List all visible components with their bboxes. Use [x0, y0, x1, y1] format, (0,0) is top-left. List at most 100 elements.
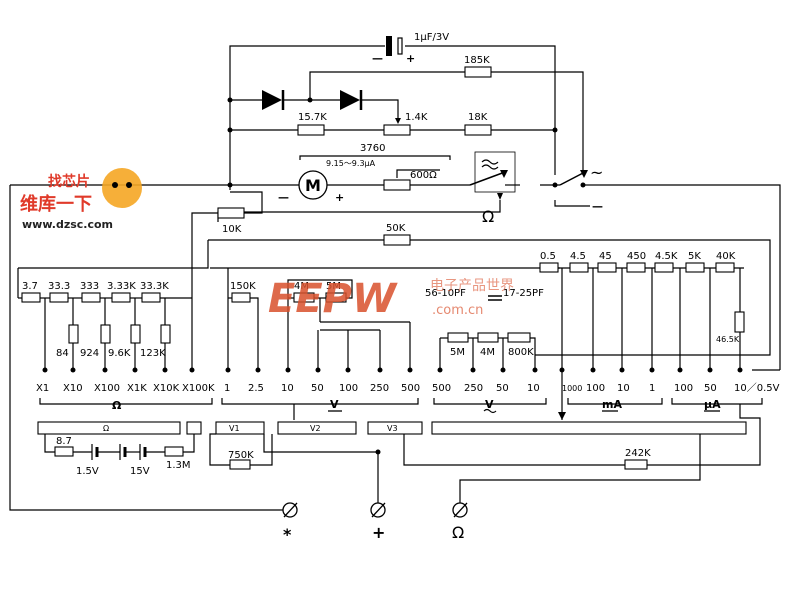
- resistor-600: [383, 179, 411, 191]
- acv-range-250: 250: [464, 383, 483, 394]
- ma-range-1: 1: [649, 383, 655, 394]
- resistor-750k: [229, 459, 251, 470]
- dcv-group-label: V: [330, 398, 339, 411]
- resistor-acv-5m: [447, 332, 469, 343]
- resistor-cur-2: [569, 262, 589, 273]
- ohm-range-x100k: X100K: [182, 383, 215, 394]
- resistor-cur-3: [597, 262, 617, 273]
- resistor-242k: [624, 459, 648, 470]
- resistor-46-5k-label: 46.5K: [716, 335, 740, 344]
- v1-switch-panel[interactable]: [215, 421, 265, 435]
- ua-range-10-0-5v: 10／0.5V: [734, 382, 780, 394]
- terminal-common-label: *: [283, 525, 292, 544]
- resistor-cur-7: [715, 262, 735, 273]
- ohm-vert-label-4: 123K: [140, 348, 166, 359]
- battery-2-label: 15V: [130, 466, 150, 477]
- meter-resistance-label: 3760: [360, 143, 385, 154]
- resistor-ohm-v2: [100, 324, 111, 344]
- acv-range-500: 500: [432, 383, 451, 394]
- capacitor-label: 1μF/3V: [414, 32, 449, 43]
- ac-switch-symbol: ~: [590, 163, 603, 182]
- current-switch-panel[interactable]: [431, 421, 747, 435]
- resistor-dcv-5m-label: 5M: [326, 281, 341, 292]
- dcv-range-50: 50: [311, 383, 324, 394]
- current-top-label-2: 4.5: [570, 251, 586, 262]
- ua-range-100: 100: [674, 383, 693, 394]
- resistor-cur-1: [539, 262, 559, 273]
- resistor-cur-4: [626, 262, 646, 273]
- ohm-range-x1k: X1K: [127, 383, 147, 394]
- resistor-750k-label: 750K: [228, 450, 254, 461]
- watermark-eepw: EEPW 电子产品世界 .com.cn: [268, 276, 514, 322]
- meter-symbol: M: [305, 176, 321, 195]
- resistor-cur-6: [685, 262, 705, 273]
- resistor-ohm-4: [111, 292, 131, 303]
- resistor-8-7-label: 8.7: [56, 436, 72, 447]
- resistor-acv-800k: [507, 332, 531, 343]
- resistor-46-5k: [734, 311, 745, 333]
- resistor-150k-label: 150K: [230, 281, 256, 292]
- resistor-acv-4m-label: 4M: [480, 347, 495, 358]
- dcv-range-10: 10: [281, 383, 294, 394]
- dcv-range-1: 1: [224, 383, 230, 394]
- v3-switch-panel[interactable]: [367, 421, 423, 435]
- ohm-vert-label-1: 84: [56, 348, 69, 359]
- acv-group-label: V: [485, 398, 494, 411]
- eepw-logo: EEPW: [268, 276, 398, 322]
- resistor-1-3m: [164, 446, 184, 457]
- v3-panel-label: V3: [387, 424, 398, 433]
- capacitor-plate-neg: [386, 36, 392, 56]
- ua-range-50: 50: [704, 383, 717, 394]
- eepw-url: .com.cn: [432, 303, 483, 318]
- ohm-switch-panel[interactable]: [37, 421, 181, 435]
- capacitor-plus: +: [406, 52, 415, 65]
- current-top-label-5: 4.5K: [655, 251, 678, 262]
- resistor-ohm-v4: [160, 324, 171, 344]
- ohm-switch-label: Ω: [482, 207, 494, 226]
- ohm-aux-box: [186, 421, 202, 435]
- capacitor-minus: —: [372, 52, 383, 65]
- resistor-cur-5: [654, 262, 674, 273]
- ohm-top-label-5: 33.3K: [140, 281, 169, 292]
- resistor-185k-label: 185K: [464, 55, 490, 66]
- ohm-section: 3.7 33.3 333 3.33K 33.3K 84 924 9.6K 123…: [17, 268, 215, 412]
- ma-range-10: 10: [617, 383, 630, 394]
- resistor-8-7: [54, 446, 74, 457]
- ma-range-1000: 1000: [562, 384, 582, 393]
- watermark-line2: 维库一下: [20, 193, 92, 215]
- resistor-dcv-4m-label: 4M: [294, 281, 309, 292]
- capacitor-plate-pos: [397, 37, 403, 55]
- resistor-acv-800k-label: 800K: [508, 347, 534, 358]
- resistor-acv-5m-label: 5M: [450, 347, 465, 358]
- ohm-top-label-4: 3.33K: [107, 281, 136, 292]
- v2-panel-label: V2: [310, 424, 321, 433]
- resistor-18k: [464, 124, 492, 136]
- current-top-label-3: 45: [599, 251, 612, 262]
- current-top-label-4: 450: [627, 251, 646, 262]
- top-wiring: 1μF/3V — + 185K 15.7K 1.4K 18K 37: [9, 32, 781, 511]
- resistor-50k: [383, 234, 411, 246]
- ma-range-100: 100: [586, 383, 605, 394]
- watermark-url: www.dzsc.com: [22, 218, 113, 231]
- acv-range-10: 10: [527, 383, 540, 394]
- dc-switch-symbol: —: [592, 200, 603, 213]
- ohm-range-x10k: X10K: [153, 383, 180, 394]
- watermark-dzsc: 找芯片 维库一下 www.dzsc.com: [20, 168, 142, 231]
- current-top-label-1: 0.5: [540, 251, 556, 262]
- switch-panels: Ω V1 V2 V3: [37, 404, 747, 435]
- mascot-icon: [102, 168, 142, 208]
- resistor-185k: [464, 66, 492, 78]
- resistor-50k-label: 50K: [386, 223, 406, 234]
- resistor-242k-label: 242K: [625, 448, 651, 459]
- dcv-range-250: 250: [370, 383, 389, 394]
- bottom-section: 8.7 1.5V 15V 1.3M 750K 242K *: [44, 404, 761, 544]
- v1-panel-label: V1: [229, 424, 240, 433]
- ohm-top-label-1: 3.7: [22, 281, 38, 292]
- resistor-1-3m-label: 1.3M: [166, 460, 191, 471]
- v2-switch-panel[interactable]: [277, 421, 357, 435]
- ohm-vert-label-2: 924: [80, 348, 99, 359]
- eepw-cn: 电子产品世界: [430, 278, 514, 294]
- resistor-ohm-2: [49, 292, 69, 303]
- diode-1: [262, 90, 282, 110]
